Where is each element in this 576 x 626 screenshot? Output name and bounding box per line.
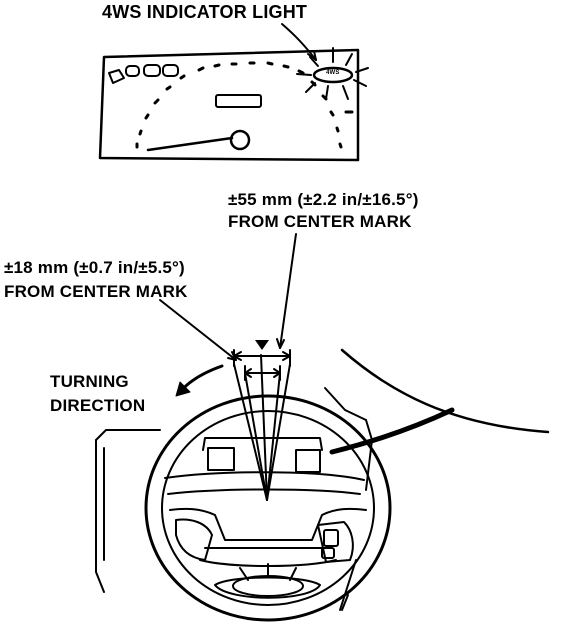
turning-label-line1: TURNING — [50, 372, 129, 391]
instrument-cluster — [98, 23, 369, 162]
tolerance-55-line2: FROM CENTER MARK — [228, 212, 412, 231]
tolerance-55-line1: ±55 mm (±2.2 in/±16.5°) — [228, 190, 419, 209]
turning-label-line2: DIRECTION — [50, 396, 146, 415]
tolerance-18-line1: ±18 mm (±0.7 in/±5.5°) — [4, 258, 185, 277]
steering-wheel — [144, 394, 392, 622]
lamp-label: 4WS — [326, 70, 340, 76]
center-mark-icon — [255, 340, 269, 350]
tolerance-cone — [233, 349, 291, 501]
indicator-title: 4WS INDICATOR LIGHT — [102, 2, 308, 22]
turning-direction-arrow — [175, 364, 224, 397]
indicator-burst-icon — [296, 47, 369, 100]
tolerance-18-line2: FROM CENTER MARK — [4, 282, 188, 301]
dashboard — [95, 348, 550, 611]
